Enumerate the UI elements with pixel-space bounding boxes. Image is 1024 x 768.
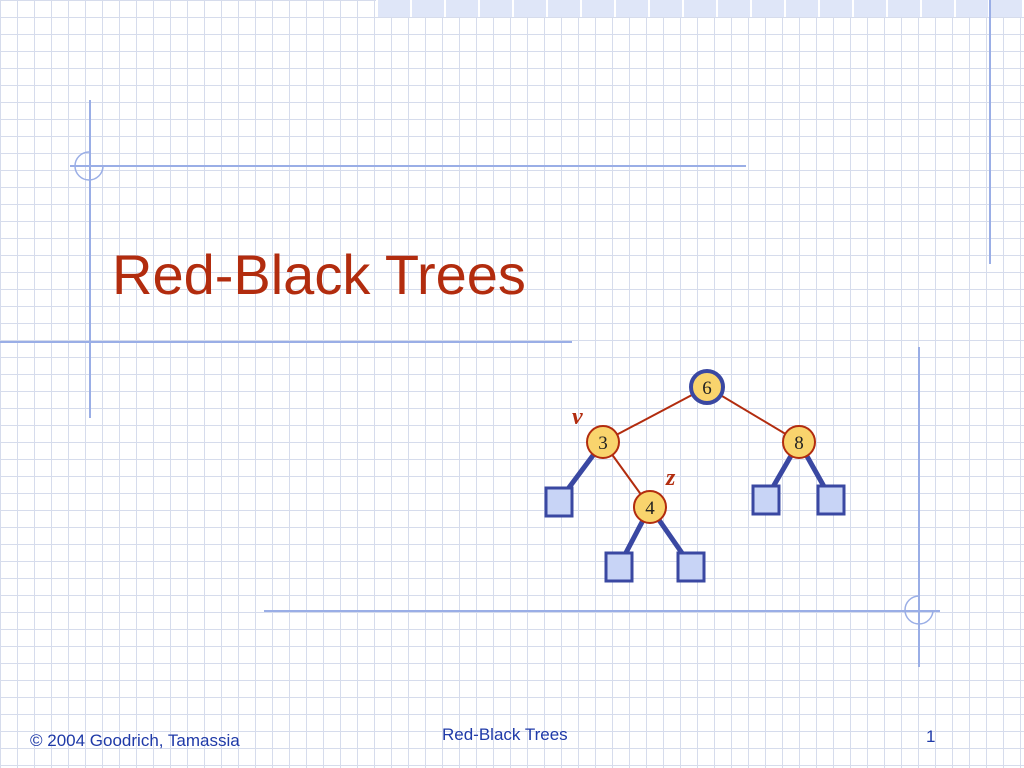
rule-left-vertical — [89, 100, 91, 418]
leaf-node — [544, 486, 574, 518]
rule-bottom-horizontal — [264, 610, 940, 612]
leaf-node — [604, 551, 634, 583]
corner-ornament-top-left — [74, 151, 104, 181]
node-3-label: 3 — [598, 433, 608, 454]
rule-right-bottom-vertical — [918, 347, 920, 667]
annotation-z: z — [665, 465, 676, 491]
node-8-red — [782, 425, 816, 459]
footer-title: Red-Black Trees — [442, 725, 568, 744]
top-decoration-strip — [376, 0, 1024, 17]
annotation-v: v — [572, 404, 583, 430]
node-6-label: 6 — [702, 378, 712, 399]
node-3-red — [586, 425, 620, 459]
rule-top-horizontal — [70, 165, 746, 167]
page-number: 1 — [926, 727, 936, 746]
rule-right-top-vertical — [989, 0, 991, 264]
node-6-black — [689, 369, 725, 405]
node-4-red — [633, 490, 667, 524]
leaf-node — [751, 484, 781, 516]
edge-6-3 — [602, 386, 708, 443]
footer-copyright: © 2004 Goodrich, Tamassia — [30, 731, 240, 750]
corner-ornament-bottom-right — [904, 595, 934, 625]
node-8-label: 8 — [794, 433, 804, 454]
rule-title-underline — [0, 341, 572, 343]
node-4-label: 4 — [645, 498, 655, 519]
leaf-node — [676, 551, 706, 583]
slide-title: Red-Black Trees — [112, 243, 526, 306]
leaf-node — [816, 484, 846, 516]
